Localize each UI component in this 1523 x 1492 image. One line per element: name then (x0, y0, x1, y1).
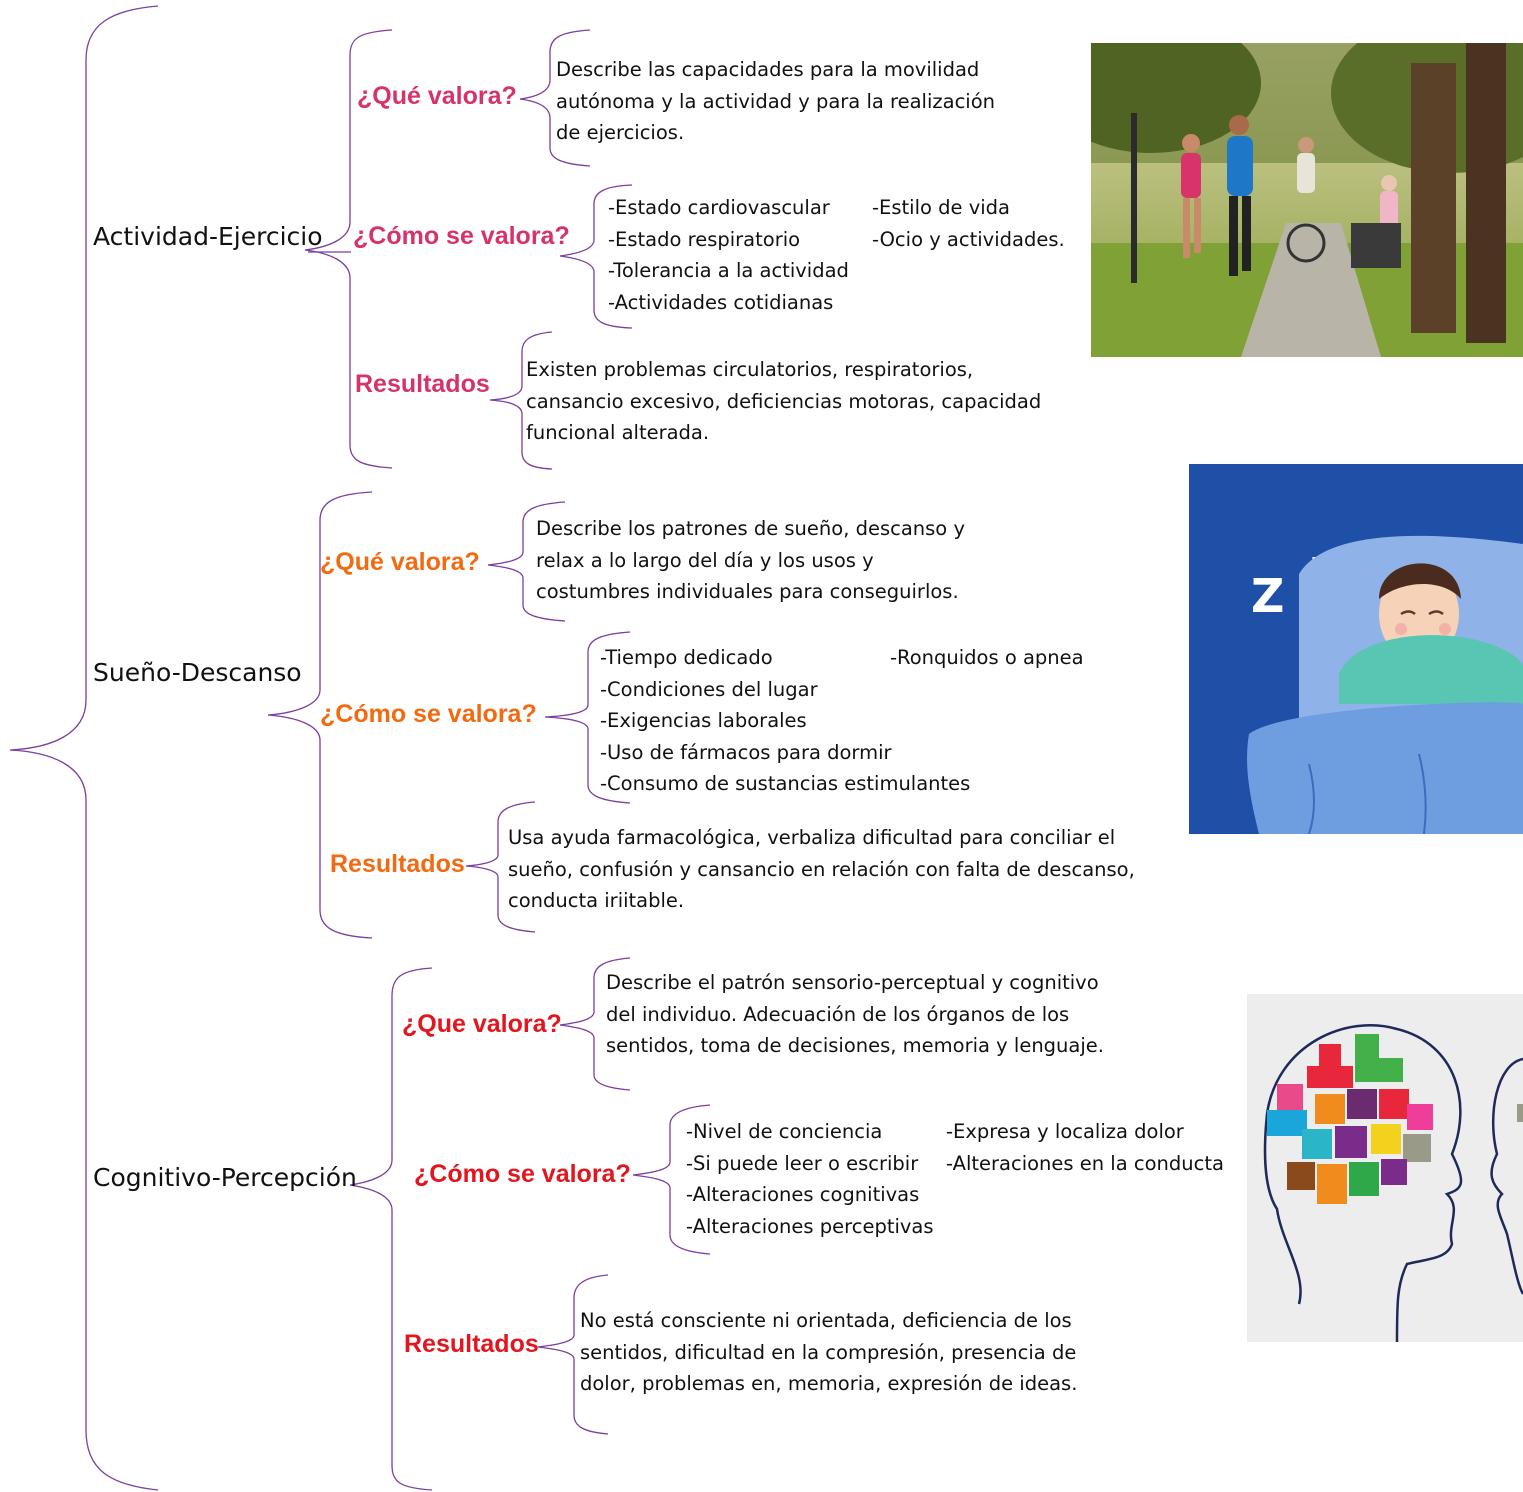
resultados-label-3: Resultados (404, 1330, 539, 1358)
resultados-text-1: Existen problemas circulatorios, respira… (526, 358, 1042, 444)
bracket-s3-como (632, 1104, 711, 1255)
bracket-s2-que (487, 501, 566, 622)
como-valora-list-3b: -Expresa y localiza dolor -Alteraciones … (946, 1120, 1224, 1175)
que-valora-label-2: ¿Qué valora? (320, 548, 480, 576)
como-valora-list-2b: -Ronquidos o apnea (890, 646, 1084, 669)
resultados-label-2: Resultados (330, 850, 465, 878)
que-valora-text-1: Describe las capacidades para la movilid… (556, 58, 995, 144)
main-bracket (9, 5, 159, 1491)
bracket-sueno (267, 491, 373, 939)
que-valora-text-2: Describe los patrones de sueño, descanso… (536, 517, 965, 603)
que-valora-label-1: ¿Qué valora? (357, 82, 517, 110)
pattern-title-sueno: Sueño-Descanso (93, 658, 302, 687)
como-valora-label-3: ¿Cómo se valora? (414, 1160, 631, 1188)
bracket-s1-res (489, 331, 553, 470)
que-valora-label-3: ¿Que valora? (402, 1010, 562, 1038)
resultados-text-2: Usa ayuda farmacológica, verbaliza dific… (508, 826, 1135, 912)
como-valora-list-1a: -Estado cardiovascular -Estado respirato… (608, 196, 849, 314)
que-valora-text-3: Describe el patrón sensorio-perceptual y… (606, 971, 1104, 1057)
pattern-title-actividad: Actividad-Ejercicio (93, 222, 323, 251)
bracket-actividad (304, 29, 393, 469)
sleeping-man-illustration: Z Z Z (1189, 464, 1523, 834)
resultados-text-3: No está consciente ni orientada, deficie… (580, 1309, 1078, 1395)
como-valora-list-2a: -Tiempo dedicado -Condiciones del lugar … (600, 646, 971, 795)
head-puzzle-photo (1247, 994, 1523, 1342)
bracket-s2-como (544, 631, 631, 804)
bracket-s1-como (559, 184, 633, 329)
park-joggers-photo (1091, 43, 1523, 357)
svg-text:Z: Z (1251, 569, 1284, 623)
bracket-s1-que (519, 29, 591, 167)
bracket-s2-res (465, 801, 536, 933)
como-valora-label-1: ¿Cómo se valora? (353, 222, 570, 250)
bracket-cognitivo (349, 967, 433, 1491)
bracket-s3-que (559, 957, 631, 1091)
como-valora-list-3a: -Nivel de conciencia -Si puede leer o es… (686, 1120, 934, 1238)
bracket-s3-res (537, 1274, 609, 1435)
como-valora-label-2: ¿Cómo se valora? (320, 700, 537, 728)
title-underline (308, 251, 351, 253)
resultados-label-1: Resultados (355, 370, 490, 398)
como-valora-list-1b: -Estilo de vida -Ocio y actividades. (872, 196, 1065, 251)
pattern-title-cognitivo: Cognitivo-Percepción (93, 1163, 357, 1192)
